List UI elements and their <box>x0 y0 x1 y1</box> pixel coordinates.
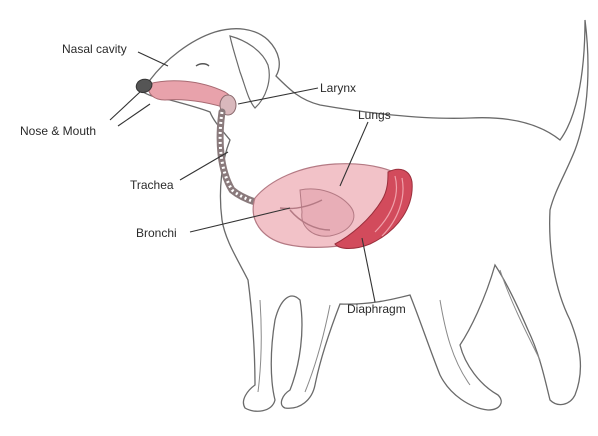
dog-nose <box>136 79 152 92</box>
label-trachea: Trachea <box>130 178 174 192</box>
label-lungs: Lungs <box>358 108 391 122</box>
label-diaphragm: Diaphragm <box>347 302 406 316</box>
label-nose-mouth: Nose & Mouth <box>20 124 96 138</box>
label-bronchi: Bronchi <box>136 226 177 240</box>
leader-mouth <box>118 104 150 126</box>
label-larynx: Larynx <box>320 81 356 95</box>
leader-nose <box>110 92 140 120</box>
label-nasal-cavity: Nasal cavity <box>62 42 127 56</box>
leader-nasal-cavity <box>138 52 168 66</box>
